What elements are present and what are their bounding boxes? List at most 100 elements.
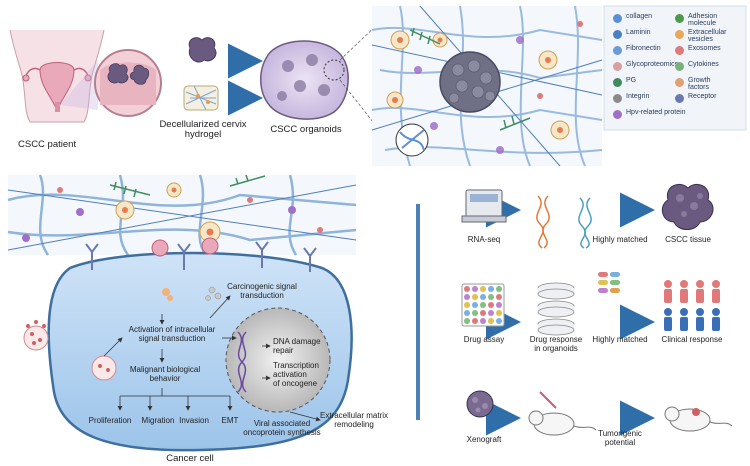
plate-well [488,294,494,300]
receptor-icon [675,94,684,103]
plate-well [496,318,502,324]
nucleus [225,307,331,413]
hydrogel-icon [183,85,219,111]
ecm-label: Extracellular matrix remodeling [319,411,389,429]
plate-well [472,302,478,308]
cytokine-icon [675,62,684,71]
legend-label: collagen [626,13,653,20]
legend-label: PG [626,77,637,84]
plate-well [464,318,470,324]
legend-label: Fibronectin [626,45,661,52]
carcinogenic-label: Carcinogenic signal transduction [227,282,297,300]
legend-label: Receptor [688,93,717,100]
receptor-icon [85,241,317,272]
legend-label: Glycoproteomics [626,61,679,68]
ecm-band [7,174,357,256]
activation-label: Activation of intracellular signal trans… [128,325,216,343]
plate-well [480,294,486,300]
laminin-icon [613,30,622,39]
cscc-tissue-icon [661,184,714,230]
dna-helix-icon-2 [578,197,592,249]
hpv-protein-icon [613,110,622,119]
vesicle-icon [91,355,117,381]
dna-damage-label: DNA damage repair [273,337,321,355]
plate-well [488,302,494,308]
plate-well [480,302,486,308]
plate-well [472,318,478,324]
viral-label: Viral associated oncoprotein synthesis [243,419,321,437]
organoid-icon [260,40,349,120]
invasion-label: Invasion [179,416,209,425]
pills-icon [598,272,620,293]
legend-label: Cytokines [688,61,719,68]
uterus-icon [22,62,92,112]
dna-helix-icon [536,195,550,249]
plate-well [464,294,470,300]
pg-icon [409,27,531,131]
organoid-small-icon [466,390,494,418]
plate-well [488,286,494,292]
exosome-icon [23,320,49,351]
xenograft-label: Xenograft [466,435,502,444]
fibronectin-icon [613,46,622,55]
drug-plate-icon [461,283,505,327]
rnaseq-label: RNA-seq [467,235,501,244]
cancer-cell [23,237,353,452]
legend-label: Extracellular vesicles [688,29,727,44]
adhesion-molecule-icon [675,14,684,23]
plate-well [480,310,486,316]
plate-well [464,302,470,308]
plate-well [496,294,502,300]
legend-label: Growth factors [688,77,711,92]
mouse-icon [528,410,597,436]
collagen-icon [613,14,622,23]
patient-silhouette [9,29,105,123]
legend-label: Laminin [626,29,651,36]
plate-well [488,318,494,324]
proteoglycan-icon [613,78,622,87]
cervix-magnified [94,49,162,117]
drug-response-label: Drug response in organoids [529,335,583,353]
plate-well [496,286,502,292]
dna-icon [237,331,247,393]
malignant-label: Malignant biological behavior [129,365,201,383]
matrix-zoom-panel [371,5,603,167]
migration-label: Migration [141,416,175,425]
legend-label: Hpv-related protein [626,109,686,116]
plate-well [472,286,478,292]
mouse-tumor-icon [664,406,733,432]
exosome-icon [675,46,684,55]
drug-assay-label: Drug assay [463,335,505,344]
cell-title: Cancer cell [166,453,214,464]
hydrogel-label: Decellularized cervix hydrogel [159,119,247,141]
patient-label: CSCC patient [18,139,77,150]
legend-label: Integrin [626,93,650,100]
patients-icon [664,280,720,331]
transcription-label: Transcription activation of oncogene [273,361,319,388]
plate-well [472,294,478,300]
clinical-response-label: Clinical response [661,335,723,344]
extracellular-vesicle-icon [675,30,684,39]
glycoprotein-icon [613,62,622,71]
sequencer-icon [461,189,507,223]
plate-well [464,310,470,316]
pathway-arrows [159,295,321,422]
petri-dish-icon [537,282,575,336]
cscc-tissue-label: CSCC tissue [665,235,711,244]
growth-factor-icon [675,78,684,87]
proliferation-label: Proliferation [88,416,132,425]
tumor-tissue-icon [188,37,217,63]
plate-well [496,310,502,316]
plate-well [480,286,486,292]
organoid-label: CSCC organoids [270,124,342,135]
plate-well [480,318,486,324]
tumorigenic-label: Tumorigenic potential [598,429,642,447]
plate-well [496,302,502,308]
highly-matched-2: Highly matched [592,335,648,344]
plate-well [488,310,494,316]
highly-matched-1: Highly matched [592,235,648,244]
emt-label: EMT [221,416,239,425]
tumor-icon [107,63,150,85]
